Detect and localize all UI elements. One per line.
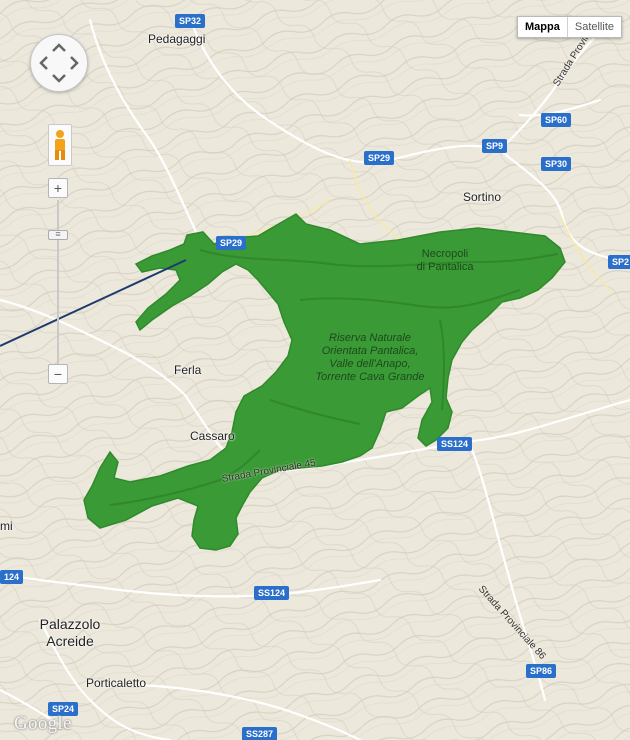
road-badge: SS124 <box>254 586 290 600</box>
road-badge: SP60 <box>541 113 572 127</box>
map-type-control: Mappa Satellite <box>517 16 622 38</box>
necropolis-label: Necropoli di Pantalica <box>405 248 485 274</box>
road-network <box>0 16 630 740</box>
road-badge: SP24 <box>48 702 79 716</box>
necropolis-label-line: di Pantalica <box>416 261 474 273</box>
google-logo: Google <box>14 713 72 734</box>
street-view-pegman-icon[interactable] <box>48 124 72 166</box>
place-label: Sortino <box>463 190 502 204</box>
place-label: Ferla <box>174 363 202 377</box>
place-label: Pedagaggi <box>148 32 206 46</box>
zoom-out-button[interactable]: − <box>48 364 68 384</box>
reserve-name-line: Orientata Pantalica, <box>321 345 419 357</box>
reserve-name-line: Valle dell'Anapo, <box>329 358 411 370</box>
road-badge: SS287 <box>242 727 278 740</box>
place-label: Palazzolo Acreide <box>39 616 101 649</box>
place-label: Porticaletto <box>86 676 147 690</box>
place-label: mi <box>0 519 13 533</box>
zoom-control: + ≡ − <box>48 178 68 386</box>
place-label: Cassaro <box>190 429 235 443</box>
reserve-name-line: Riserva Naturale <box>329 332 411 344</box>
map-type-map-button[interactable]: Mappa <box>518 17 567 37</box>
road-badge: 124 <box>0 570 24 584</box>
map-type-satellite-button[interactable]: Satellite <box>566 17 621 37</box>
road-badge: SP9 <box>482 139 508 153</box>
road-badge: SP86 <box>526 664 557 678</box>
road-badge: SP32 <box>175 14 206 28</box>
nature-reserve-area[interactable] <box>83 213 566 551</box>
road-badge: SP2 <box>608 255 630 269</box>
road-badge: SS124 <box>437 437 473 451</box>
road-badge: SP30 <box>541 157 572 171</box>
pan-control[interactable] <box>30 34 88 92</box>
reserve-name-line: Torrente Cava Grande <box>315 371 425 383</box>
necropolis-label-line: Necropoli <box>421 248 469 260</box>
road-badge: SP29 <box>364 151 395 165</box>
pan-arrows-icon <box>39 43 79 83</box>
reserve-name-label: Riserva Naturale Orientata Pantalica, Va… <box>300 332 440 384</box>
reserve-valleys <box>109 249 559 506</box>
pegman-figure-icon <box>55 130 65 160</box>
pointer-line <box>0 259 187 347</box>
zoom-slider-track[interactable] <box>57 200 59 366</box>
road-badge: SP29 <box>216 236 247 250</box>
zoom-slider-knob[interactable]: ≡ <box>48 230 68 240</box>
zoom-in-button[interactable]: + <box>48 178 68 198</box>
